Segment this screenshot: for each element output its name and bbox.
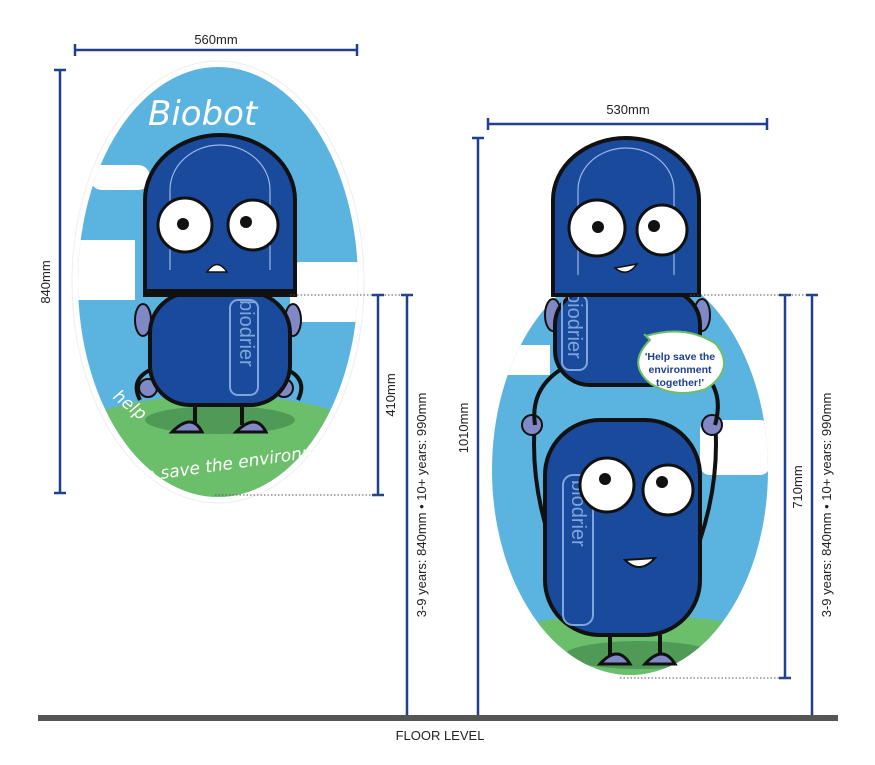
- speech-bubble: 'Help save the environment together!': [637, 330, 725, 394]
- right-height-label: 1010mm: [456, 403, 471, 454]
- right-age-height-label: 3-9 years: 840mm • 10+ years: 990mm: [819, 393, 834, 618]
- right-width-label: 530mm: [606, 102, 649, 117]
- robot-upper: biodrier: [532, 136, 720, 426]
- floor-line: [38, 715, 838, 721]
- floor-level-label: FLOOR LEVEL: [396, 728, 485, 743]
- left-width-label: 560mm: [194, 32, 237, 47]
- svg-text:environment: environment: [648, 364, 712, 376]
- biobot-title: Biobot: [148, 94, 259, 134]
- robot-left: biodrier: [134, 133, 304, 434]
- left-height-label: 840mm: [38, 260, 53, 303]
- svg-text:'Help save the: 'Help save the: [645, 351, 715, 363]
- right-biobot-panel: biodrier biodrier 'Help save the environ…: [492, 136, 768, 675]
- left-biobot-panel: Biobot biodrier help to save the environ…: [71, 60, 365, 504]
- right-mount-label: 710mm: [790, 465, 805, 508]
- svg-text:together!': together!': [656, 377, 704, 389]
- left-mount-label: 410mm: [383, 373, 398, 416]
- brand-text: biodrier: [235, 300, 257, 367]
- robot-lower: biodrier: [521, 414, 723, 666]
- brand-text-upper: biodrier: [563, 292, 585, 359]
- grass: [78, 395, 358, 497]
- left-age-height-label: 3-9 years: 840mm • 10+ years: 990mm: [414, 393, 429, 618]
